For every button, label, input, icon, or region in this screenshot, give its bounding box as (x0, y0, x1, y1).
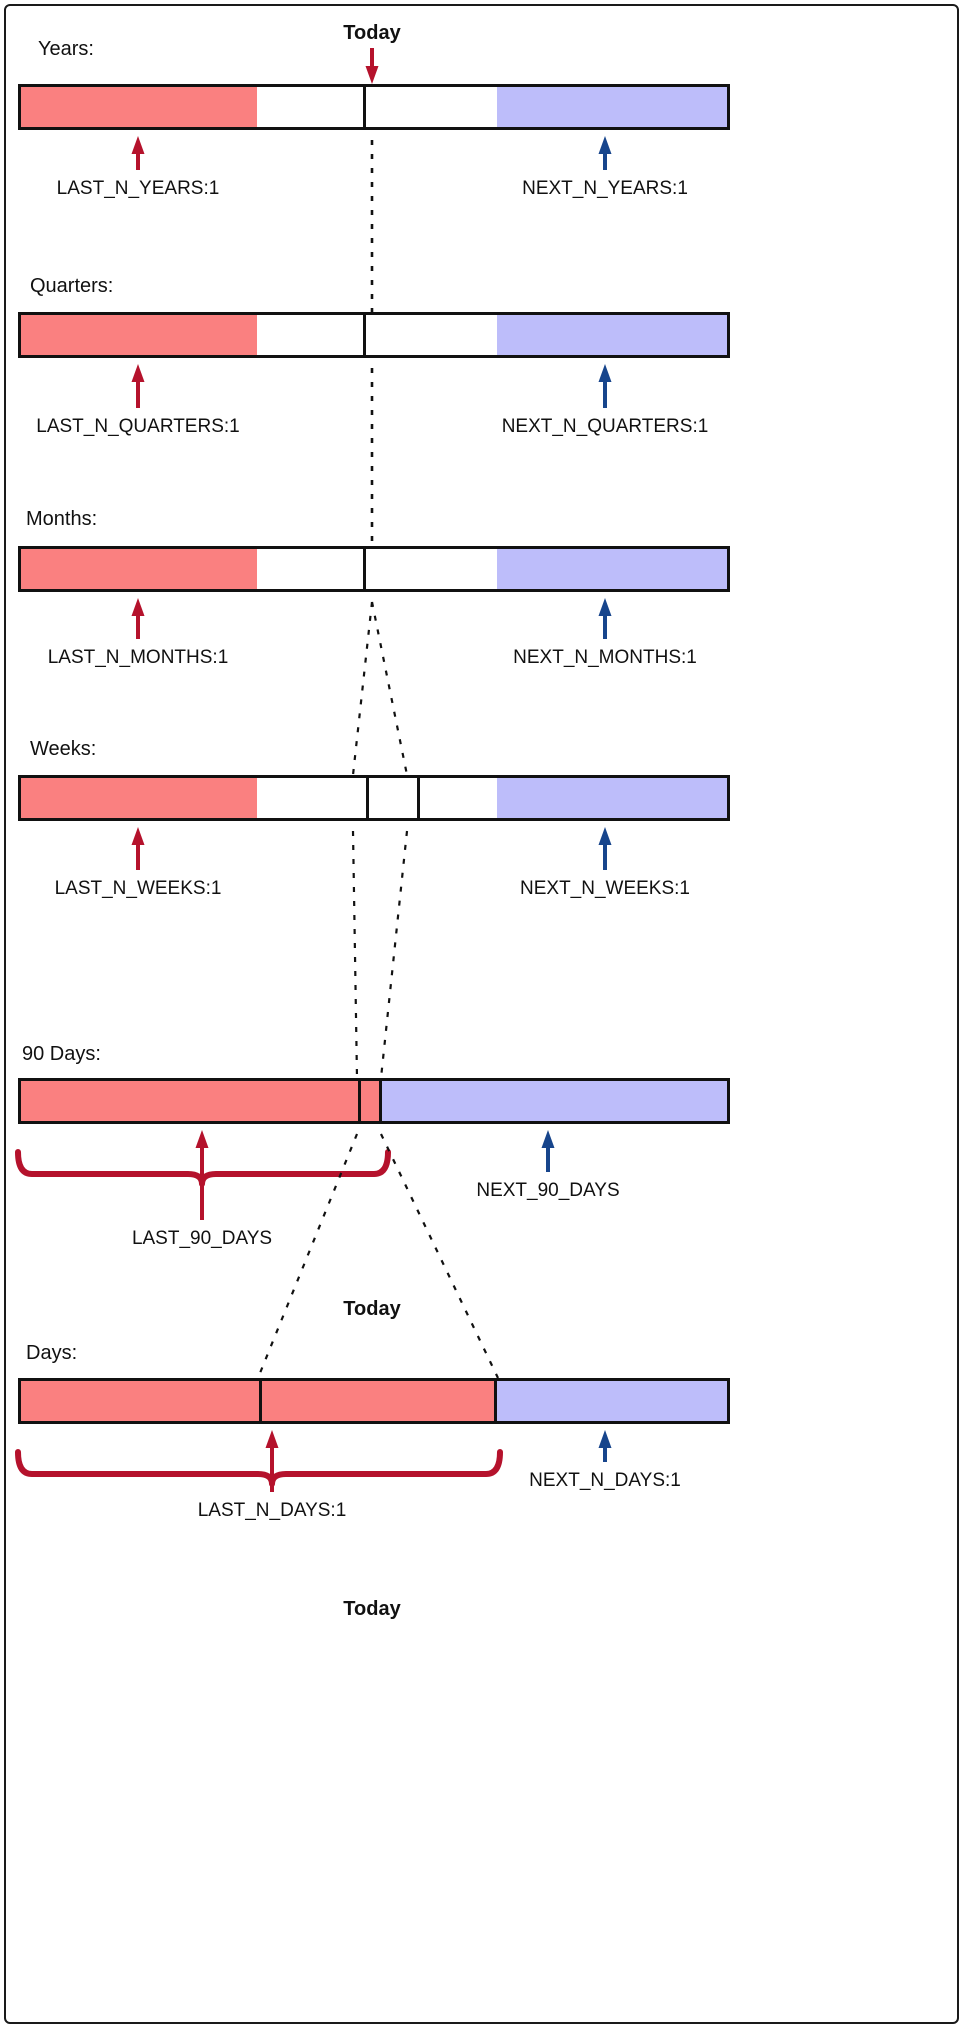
past-label-months: LAST_N_MONTHS:1 (47, 647, 229, 668)
bar-segment-days-2 (496, 1381, 727, 1421)
row-label-years: Years: (38, 38, 94, 60)
bar-segment-months-3 (496, 549, 727, 589)
past-arrow-weeks (131, 827, 145, 870)
row-label-days: Days: (26, 1342, 78, 1364)
bar-segment-months-2 (366, 549, 497, 589)
bar-segment-days-0 (21, 1381, 259, 1421)
future-label-ninety-days: NEXT_90_DAYS (476, 1180, 620, 1201)
timeline-bar-quarters (18, 312, 730, 358)
future-arrow-months (598, 598, 612, 639)
future-label-weeks: NEXT_N_WEEKS:1 (520, 878, 690, 899)
bar-segment-days-1 (258, 1381, 497, 1421)
row-label-weeks: Weeks: (30, 738, 97, 760)
months-to-weeks (351, 601, 409, 776)
bar-segment-weeks-0 (21, 778, 257, 818)
past-label-weeks: LAST_N_WEEKS:1 (54, 878, 222, 899)
timeline-bar-years (18, 84, 730, 130)
future-label-years: NEXT_N_YEARS:1 (522, 178, 688, 199)
timeline-bar-weeks (18, 775, 730, 821)
brace-ninety-days (15, 1149, 391, 1187)
bar-segment-weeks-4 (496, 778, 728, 818)
bar-segment-quarters-3 (496, 315, 727, 355)
today-arrow-years (365, 48, 379, 84)
today-label: Today (343, 22, 401, 44)
past-label-quarters: LAST_N_QUARTERS:1 (36, 416, 240, 437)
bar-segment-months-0 (21, 549, 257, 589)
bar-segment-ninety-days-2 (381, 1081, 727, 1121)
row-label-months: Months: (26, 508, 98, 530)
row-label-quarters: Quarters: (30, 275, 114, 297)
future-label-days: NEXT_N_DAYS:1 (529, 1470, 681, 1491)
past-arrow-months (131, 598, 145, 639)
years-to-quarters (370, 140, 374, 312)
bar-segment-months-1 (256, 549, 367, 589)
90days-to-days (256, 1133, 499, 1379)
bar-segment-ninety-days-0 (21, 1081, 359, 1121)
bar-segment-weeks-1 (256, 778, 367, 818)
future-arrow-quarters (598, 364, 612, 408)
bar-segment-years-0 (21, 87, 257, 127)
bar-segment-quarters-1 (256, 315, 367, 355)
bar-segment-quarters-2 (366, 315, 497, 355)
timeline-bar-months (18, 546, 730, 592)
bar-segment-years-2 (366, 87, 497, 127)
bar-segment-years-1 (256, 87, 367, 127)
past-arrow-quarters (131, 364, 145, 408)
future-arrow-ninety-days (541, 1130, 555, 1172)
future-label-months: NEXT_N_MONTHS:1 (513, 647, 697, 668)
past-label-days: LAST_N_DAYS:1 (197, 1500, 347, 1521)
future-arrow-days (598, 1430, 612, 1462)
brace-days (15, 1449, 503, 1487)
diagram-border (4, 4, 959, 2024)
past-label-years: LAST_N_YEARS:1 (56, 178, 220, 199)
bar-segment-quarters-0 (21, 315, 257, 355)
weeks-to-90days (351, 830, 409, 1079)
bar-segment-years-3 (496, 87, 727, 127)
future-arrow-years (598, 136, 612, 170)
past-label-ninety-days: LAST_90_DAYS (131, 1228, 273, 1249)
quarters-to-months (370, 368, 374, 546)
future-label-quarters: NEXT_N_QUARTERS:1 (501, 416, 709, 437)
past-arrow-years (131, 136, 145, 170)
row-label-ninety-days: 90 Days: (22, 1043, 101, 1065)
future-arrow-weeks (598, 827, 612, 870)
bar-segment-weeks-2 (366, 778, 420, 818)
bar-segment-weeks-3 (419, 778, 497, 818)
